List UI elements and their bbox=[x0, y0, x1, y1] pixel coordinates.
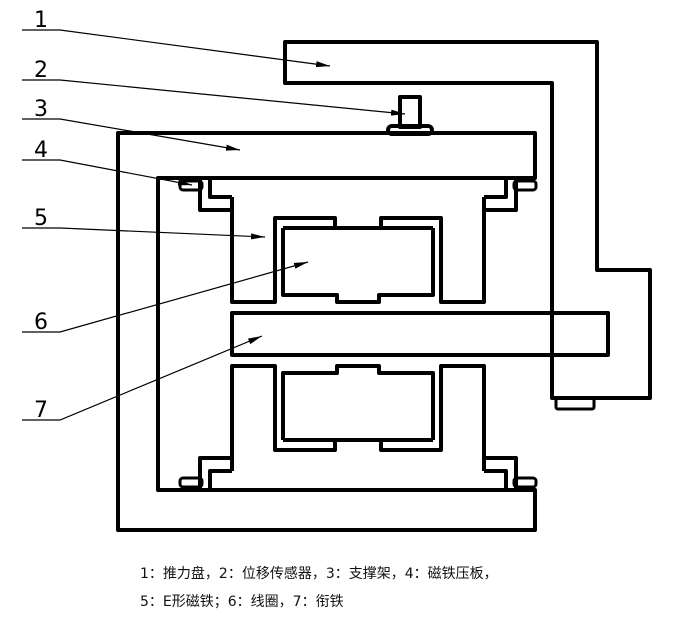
leader-2 bbox=[22, 79, 406, 116]
support-frame bbox=[116, 131, 537, 532]
thrust-disk bbox=[283, 40, 652, 400]
leader-6 bbox=[22, 261, 309, 333]
magnet-assembly-top-right bbox=[356, 176, 538, 304]
leader-7 bbox=[22, 335, 263, 421]
label-4: 4 bbox=[34, 138, 48, 163]
magnet-assembly-bottom-right bbox=[356, 364, 538, 492]
magnet-assembly-top-left bbox=[178, 176, 360, 304]
leader-4 bbox=[22, 159, 193, 186]
label-3: 3 bbox=[34, 97, 48, 122]
label-6: 6 bbox=[34, 310, 48, 335]
leader-5 bbox=[22, 227, 266, 240]
caption-line-1: 1：推力盘，2：位移传感器，3：支撑架，4：磁铁压板， bbox=[140, 566, 498, 582]
leader-1 bbox=[22, 29, 331, 68]
bolt bbox=[554, 396, 596, 411]
displacement-sensor bbox=[398, 95, 422, 129]
label-1: 1 bbox=[34, 8, 48, 33]
label-2: 2 bbox=[34, 58, 48, 83]
label-5: 5 bbox=[34, 206, 48, 231]
leader-3 bbox=[22, 118, 241, 151]
label-7: 7 bbox=[34, 398, 48, 423]
magnet-assembly-bottom-left bbox=[178, 364, 360, 492]
caption-line-2: 5：E形磁铁；6：线圈，7：衔铁 bbox=[140, 594, 344, 610]
armature bbox=[230, 311, 610, 357]
